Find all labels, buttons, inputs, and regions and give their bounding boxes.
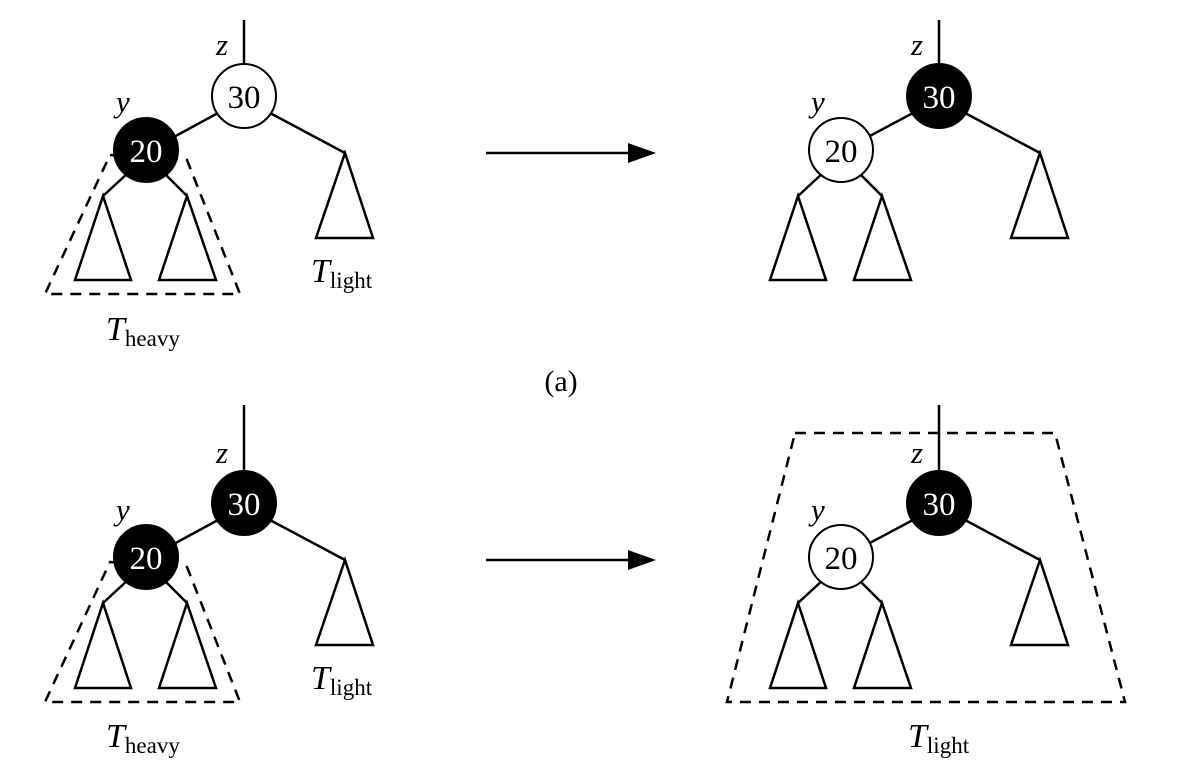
node-z bbox=[211, 63, 277, 129]
subtree-heavy-right bbox=[157, 192, 218, 282]
edge-y-to-left bbox=[797, 578, 825, 604]
node-z-key: 30 bbox=[228, 487, 261, 523]
edge-z-to-right bbox=[269, 111, 346, 155]
edge-z-to-y bbox=[171, 518, 219, 547]
subtree-light bbox=[1009, 149, 1070, 240]
edge-y-to-left bbox=[102, 578, 130, 604]
light-boundary bbox=[725, 431, 1127, 704]
node-y bbox=[808, 524, 874, 590]
node-z bbox=[211, 470, 277, 536]
edge-y-to-right bbox=[162, 171, 188, 197]
node-z-key: 30 bbox=[923, 80, 956, 116]
subtree-light bbox=[1009, 556, 1070, 647]
edge-y-to-left bbox=[102, 171, 130, 197]
subtree-heavy-left bbox=[768, 599, 828, 690]
label-y: y bbox=[113, 84, 130, 119]
subtree-light bbox=[314, 556, 375, 647]
panel-b-after: 30 20 z y Tlight bbox=[725, 405, 1127, 758]
edge-z-to-y bbox=[865, 518, 914, 547]
node-z-key: 30 bbox=[923, 487, 956, 523]
arrow-b bbox=[486, 550, 656, 570]
panel-a-after: 30 20 z y bbox=[768, 20, 1070, 282]
node-z bbox=[906, 63, 972, 129]
edge-z-to-right bbox=[964, 518, 1041, 562]
subtree-heavy-right bbox=[852, 192, 913, 282]
node-z-key: 30 bbox=[228, 80, 261, 116]
subtree-heavy-left bbox=[768, 192, 828, 282]
label-z: z bbox=[215, 27, 228, 62]
node-y bbox=[808, 117, 874, 183]
arrow-a bbox=[486, 143, 656, 163]
panel-a-before: 30 20 z y Theavy Tlight bbox=[43, 20, 375, 351]
subtree-heavy-right bbox=[852, 599, 913, 690]
node-y bbox=[113, 117, 179, 183]
label-t-heavy: Theavy bbox=[106, 311, 180, 351]
node-y-key: 20 bbox=[130, 134, 163, 170]
edge-z-to-right bbox=[964, 111, 1041, 155]
arrow-a-head bbox=[628, 143, 656, 163]
panel-b-before: 30 20 z y Theavy Tlight bbox=[43, 405, 375, 758]
edge-z-to-y bbox=[865, 111, 914, 140]
node-y-key: 20 bbox=[825, 541, 858, 577]
label-y: y bbox=[808, 84, 825, 119]
edge-y-to-right bbox=[857, 171, 883, 197]
label-y: y bbox=[113, 492, 130, 527]
node-y-key: 20 bbox=[825, 134, 858, 170]
edge-z-to-right bbox=[269, 518, 346, 562]
subtree-heavy-left bbox=[73, 599, 133, 690]
edge-y-to-right bbox=[162, 578, 188, 604]
label-z: z bbox=[215, 435, 228, 470]
caption-a: (a) bbox=[544, 365, 577, 398]
label-t-heavy: Theavy bbox=[106, 718, 180, 758]
node-y bbox=[113, 524, 179, 590]
subtree-heavy-left bbox=[73, 192, 133, 282]
node-z bbox=[906, 470, 972, 536]
label-z: z bbox=[910, 27, 923, 62]
label-t-light: Tlight bbox=[311, 660, 373, 700]
arrow-b-head bbox=[628, 550, 656, 570]
label-t-light: Tlight bbox=[908, 718, 970, 758]
edge-z-to-y bbox=[171, 111, 219, 140]
label-z: z bbox=[910, 435, 923, 470]
edge-y-to-right bbox=[857, 578, 883, 604]
label-y: y bbox=[808, 492, 825, 527]
subtree-heavy-right bbox=[157, 599, 218, 690]
label-t-light: Tlight bbox=[311, 253, 373, 293]
node-y-key: 20 bbox=[130, 541, 163, 577]
subtree-light bbox=[314, 149, 375, 240]
edge-y-to-left bbox=[797, 171, 825, 197]
